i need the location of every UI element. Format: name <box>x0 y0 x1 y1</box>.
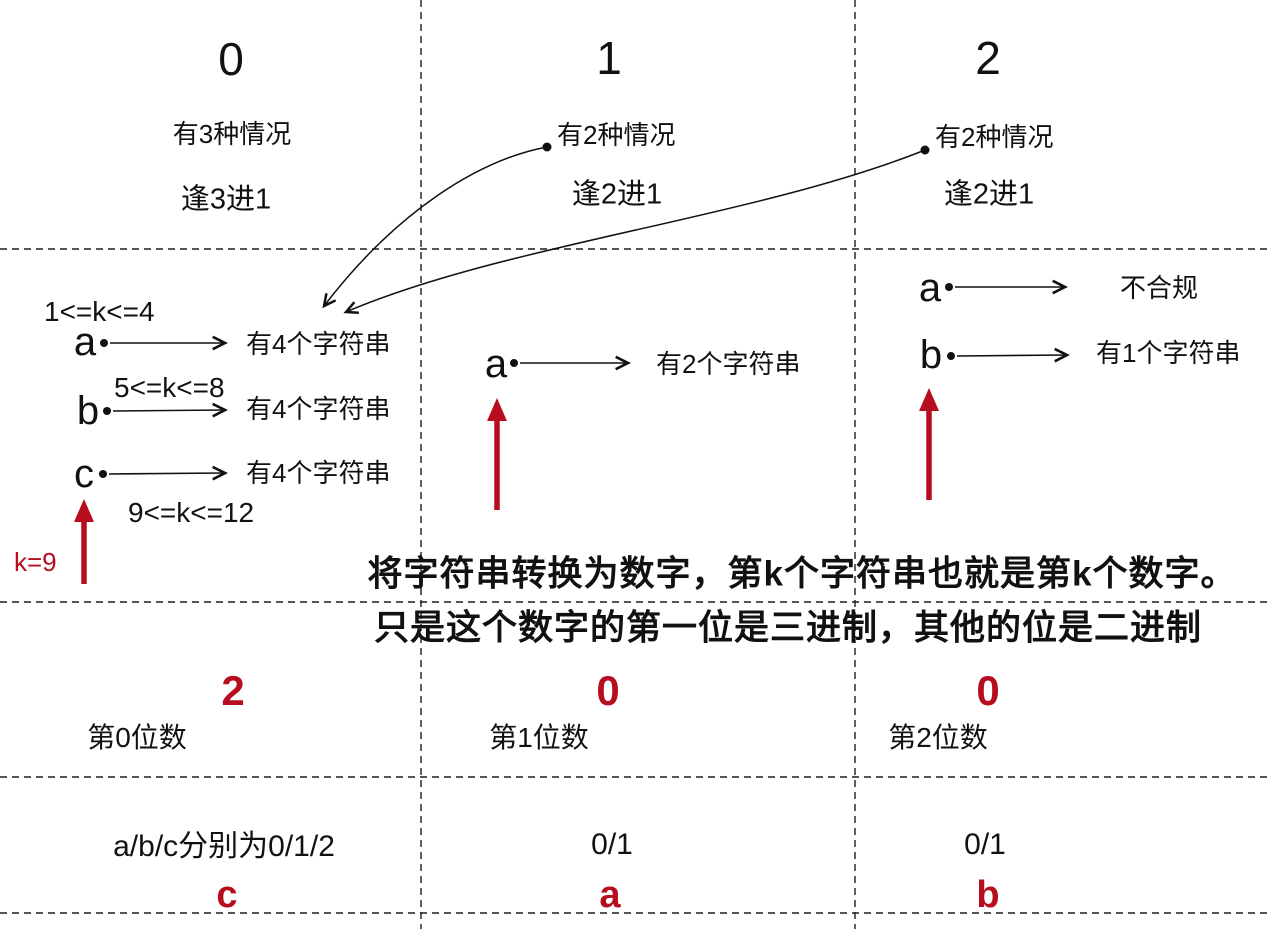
position-label-col1: 第1位数 <box>489 722 589 753</box>
carry-rule-col1: 逢2进1 <box>571 178 663 211</box>
result-b-col2: 有1个字符串 <box>1096 338 1241 368</box>
cases-label-col0: 有3种情况 <box>172 119 292 149</box>
digit-value-col2: 0 <box>976 667 1000 714</box>
connector-arrow-icon <box>112 402 228 418</box>
column-header-0: 0 <box>218 33 244 85</box>
red-up-arrow-col1 <box>487 398 507 510</box>
k-range-a: 1<=k<=4 <box>44 296 155 327</box>
curved-arrow-from-col2 <box>343 145 930 315</box>
connector-arrow-icon <box>956 347 1070 363</box>
curved-arrow-from-col1 <box>322 142 552 309</box>
connector-col0-b <box>103 402 228 418</box>
letter-c-col0: c <box>74 452 94 496</box>
carry-rule-col2: 逢2进1 <box>943 178 1035 211</box>
connector-col2-b <box>947 347 1070 363</box>
cases-label-col2: 有2种情况 <box>935 122 1054 152</box>
cases-label-col1: 有2种情况 <box>557 120 676 150</box>
mapped-letter-col0: c <box>216 874 238 916</box>
curved-arrow-icon <box>322 146 548 309</box>
position-label-col2: 第2位数 <box>888 722 988 753</box>
mapping-text-col0: a/b/c分别为0/1/2 <box>113 830 335 863</box>
connector-col2-a <box>945 279 1068 295</box>
digit-value-col0: 2 <box>221 667 245 714</box>
result-a-col0: 有4个字符串 <box>246 329 391 359</box>
red-up-arrow-col0 <box>74 499 94 584</box>
letter-b-col0: b <box>76 389 100 433</box>
mapping-text-col2: 0/1 <box>964 828 1006 861</box>
k-equals-9-label: k=9 <box>14 547 57 577</box>
letter-a-col0: a <box>73 320 97 364</box>
curved-arrow-icon <box>343 149 926 315</box>
column-header-2: 2 <box>975 32 1001 84</box>
connector-dot-icon <box>99 470 107 478</box>
mapped-letter-col2: b <box>976 874 1000 916</box>
connector-dot-icon <box>100 339 108 347</box>
result-a-col2: 不合规 <box>1120 273 1199 303</box>
letter-a-col1: a <box>484 342 508 386</box>
connector-dot-icon <box>103 407 111 415</box>
note-line-2: 只是这个数字的第一位是三进制，其他的位是二进制 <box>373 608 1203 648</box>
carry-rule-col0: 逢3进1 <box>180 183 272 216</box>
note-line-1: 将字符串转换为数字，第k个字符串也就是第k个数字。 <box>367 554 1237 594</box>
connector-arrow-icon <box>108 465 228 481</box>
connector-col0-a <box>100 335 228 351</box>
mapping-text-col1: 0/1 <box>591 828 633 861</box>
red-arrow-head-icon <box>919 388 939 411</box>
result-c-col0: 有4个字符串 <box>246 458 391 488</box>
k-range-c: 9<=k<=12 <box>128 497 255 528</box>
connector-dot-icon <box>947 352 955 360</box>
red-arrow-head-icon <box>74 499 94 522</box>
k-range-b: 5<=k<=8 <box>114 372 225 403</box>
connector-col0-c <box>99 465 228 481</box>
connector-dot-icon <box>510 359 518 367</box>
result-a-col1: 有2个字符串 <box>656 349 801 379</box>
column-header-1: 1 <box>596 32 622 84</box>
connector-dot-icon <box>945 283 953 291</box>
position-label-col0: 第0位数 <box>87 722 187 753</box>
letter-b-col2: b <box>919 333 943 377</box>
mapped-letter-col1: a <box>599 874 621 916</box>
red-up-arrow-col2 <box>919 388 939 500</box>
red-arrow-head-icon <box>487 398 507 421</box>
connector-col1-a <box>510 355 631 371</box>
result-b-col0: 有4个字符串 <box>246 394 391 424</box>
letter-a-col2: a <box>918 266 942 310</box>
digit-value-col1: 0 <box>596 667 620 714</box>
